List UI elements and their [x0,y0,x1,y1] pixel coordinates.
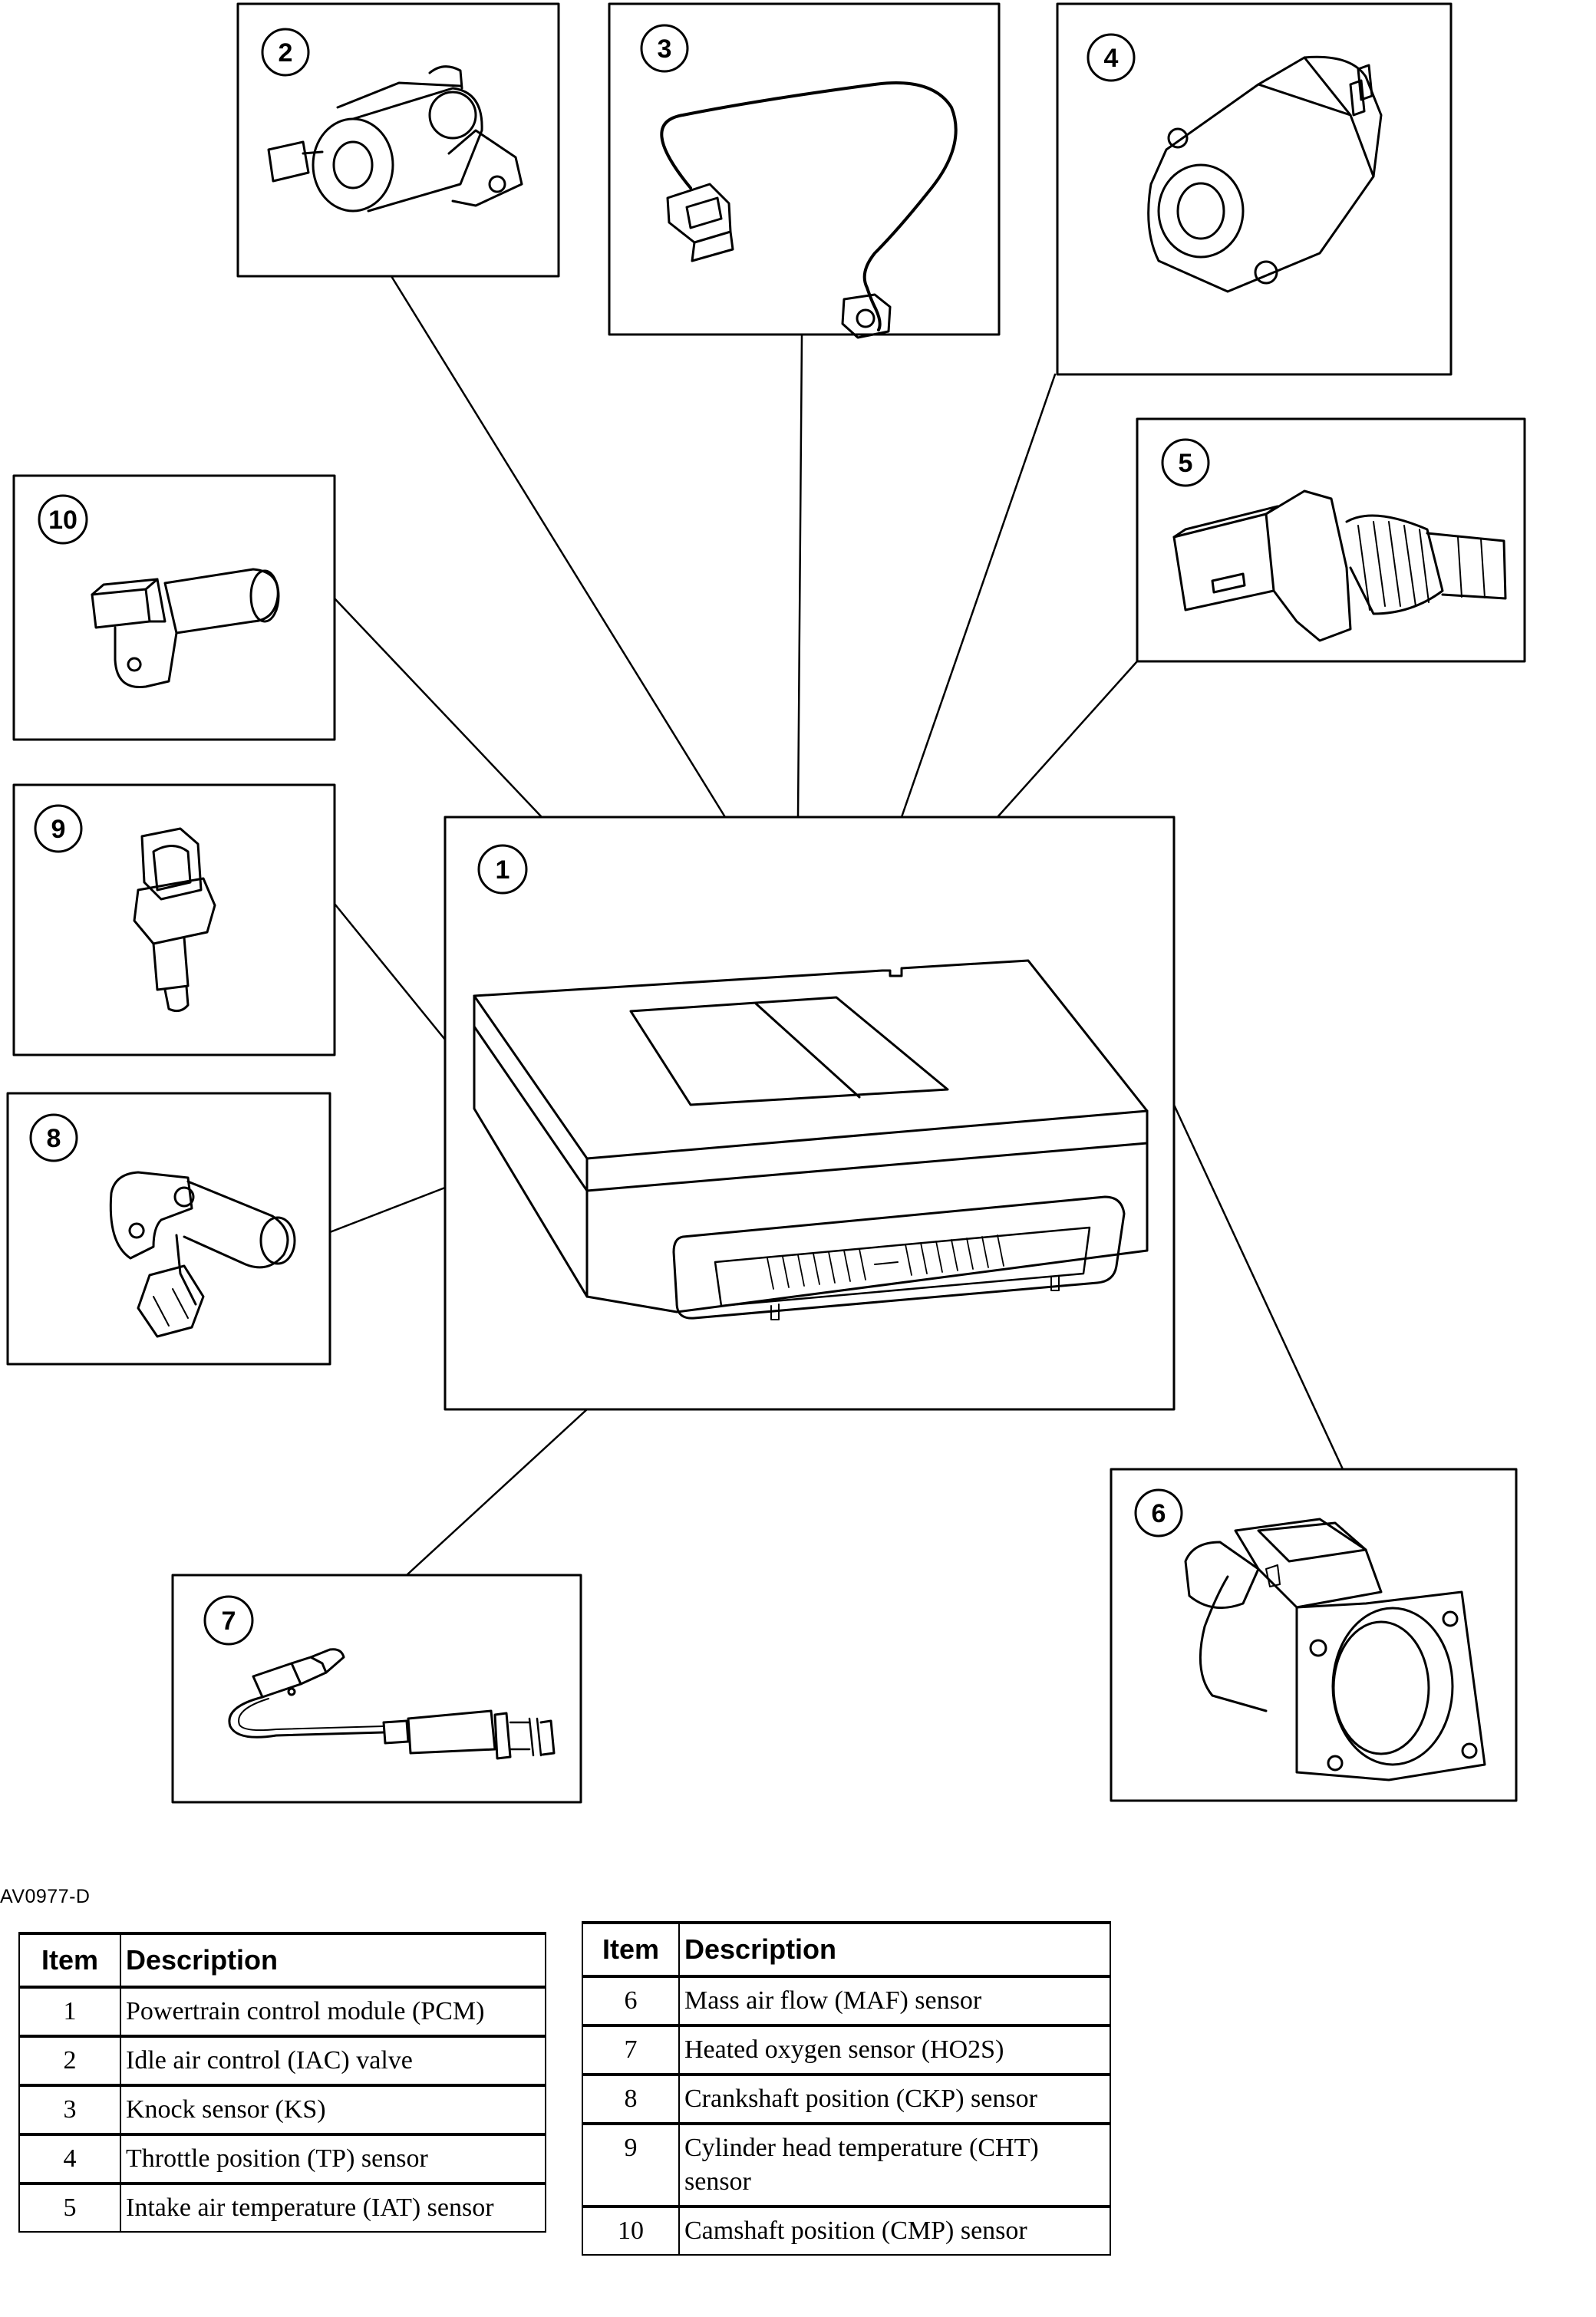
item-description: Intake air temperature (IAT) sensor [120,2183,546,2233]
table-row: 7 Heated oxygen sensor (HO2S) [582,2025,1111,2075]
table-row: 8 Crankshaft position (CKP) sensor [582,2074,1111,2124]
ho2s-drawing [228,1648,556,1760]
column-header-description: Description [678,1922,1111,1977]
item-description: Throttle position (TP) sensor [120,2134,546,2184]
tp-sensor-drawing [1147,55,1383,293]
iat-sensor-drawing [1172,489,1507,642]
cht-sensor-drawing [133,827,216,1013]
ckp-sensor-drawing [109,1171,296,1338]
callout-8-label: 8 [47,1124,61,1153]
legend-table-items-1-5: Item Description 1 Powertrain control mo… [18,1932,546,2233]
iat-sensor-panel: 5 [1136,417,1526,663]
ho2s-panel: 7 [171,1574,582,1804]
figure-id: AV0977-D [0,1886,91,1907]
item-number: 10 [582,2206,680,2256]
table-row: 5 Intake air temperature (IAT) sensor [18,2183,546,2233]
knock-sensor-drawing [660,81,958,339]
item-description: Mass air flow (MAF) sensor [678,1976,1111,2026]
maf-sensor-drawing [1184,1518,1486,1781]
iac-valve-drawing [267,65,523,213]
callout-1: 1 [477,844,528,895]
table-header-row: Item Description [582,1922,1111,1977]
column-header-description: Description [120,1933,546,1988]
cmp-sensor-panel: 10 [12,474,336,741]
callout-1-label: 1 [496,855,510,885]
callout-9-label: 9 [51,815,66,844]
item-description: Camshaft position (CMP) sensor [678,2206,1111,2256]
table-row: 4 Throttle position (TP) sensor [18,2134,546,2184]
item-description: Knock sensor (KS) [120,2085,546,2135]
callout-10: 10 [38,494,88,545]
item-number: 3 [18,2085,121,2135]
callout-4-label: 4 [1104,44,1119,73]
legend-table-items-6-10: Item Description 6 Mass air flow (MAF) s… [582,1921,1111,2256]
table-header-row: Item Description [18,1933,546,1988]
item-number: 5 [18,2183,121,2233]
callout-3-label: 3 [658,35,672,64]
item-number: 4 [18,2134,121,2184]
callout-3: 3 [640,24,689,73]
item-number: 9 [582,2123,680,2207]
item-number: 7 [582,2025,680,2075]
column-header-item: Item [582,1922,680,1977]
callout-8: 8 [29,1113,78,1162]
table-row: 9 Cylinder head temperature (CHT) sensor [582,2123,1111,2207]
item-description: Cylinder head temperature (CHT) sensor [678,2123,1111,2207]
callout-6-label: 6 [1152,1499,1166,1528]
callout-10-label: 10 [48,506,77,535]
tp-sensor-panel: 4 [1056,2,1453,376]
item-description: Crankshaft position (CKP) sensor [678,2074,1111,2124]
cmp-sensor-drawing [91,568,280,689]
item-description: Idle air control (IAC) valve [120,2035,546,2086]
table-row: 2 Idle air control (IAC) valve [18,2035,546,2086]
callout-5-label: 5 [1179,449,1193,478]
pcm-drawing [473,959,1149,1320]
callout-9: 9 [34,804,83,853]
iac-valve-panel: 2 [236,2,560,278]
callout-5: 5 [1161,438,1210,487]
callout-2-label: 2 [279,38,293,68]
table-row: 1 Powertrain control module (PCM) [18,1986,546,2037]
callout-4: 4 [1087,33,1136,82]
item-number: 1 [18,1986,121,2037]
table-row: 3 Knock sensor (KS) [18,2085,546,2135]
ckp-sensor-panel: 8 [6,1092,331,1366]
knock-sensor-panel: 3 [608,2,1001,339]
item-number: 2 [18,2035,121,2086]
item-description: Heated oxygen sensor (HO2S) [678,2025,1111,2075]
pcm-panel: 1 [444,816,1176,1411]
component-location-diagram: 1 2 [6,2,1526,1804]
cht-sensor-panel: 9 [12,783,336,1056]
item-number: 8 [582,2074,680,2124]
callout-6: 6 [1134,1488,1183,1538]
leader-lines [328,275,1344,1577]
callout-7: 7 [203,1595,254,1646]
table-row: 6 Mass air flow (MAF) sensor [582,1976,1111,2026]
table-row: 10 Camshaft position (CMP) sensor [582,2206,1111,2256]
callout-7-label: 7 [222,1607,236,1636]
item-number: 6 [582,1976,680,2026]
item-description: Powertrain control module (PCM) [120,1986,546,2037]
callout-2: 2 [261,28,310,77]
column-header-item: Item [18,1933,121,1988]
maf-sensor-panel: 6 [1110,1468,1518,1802]
